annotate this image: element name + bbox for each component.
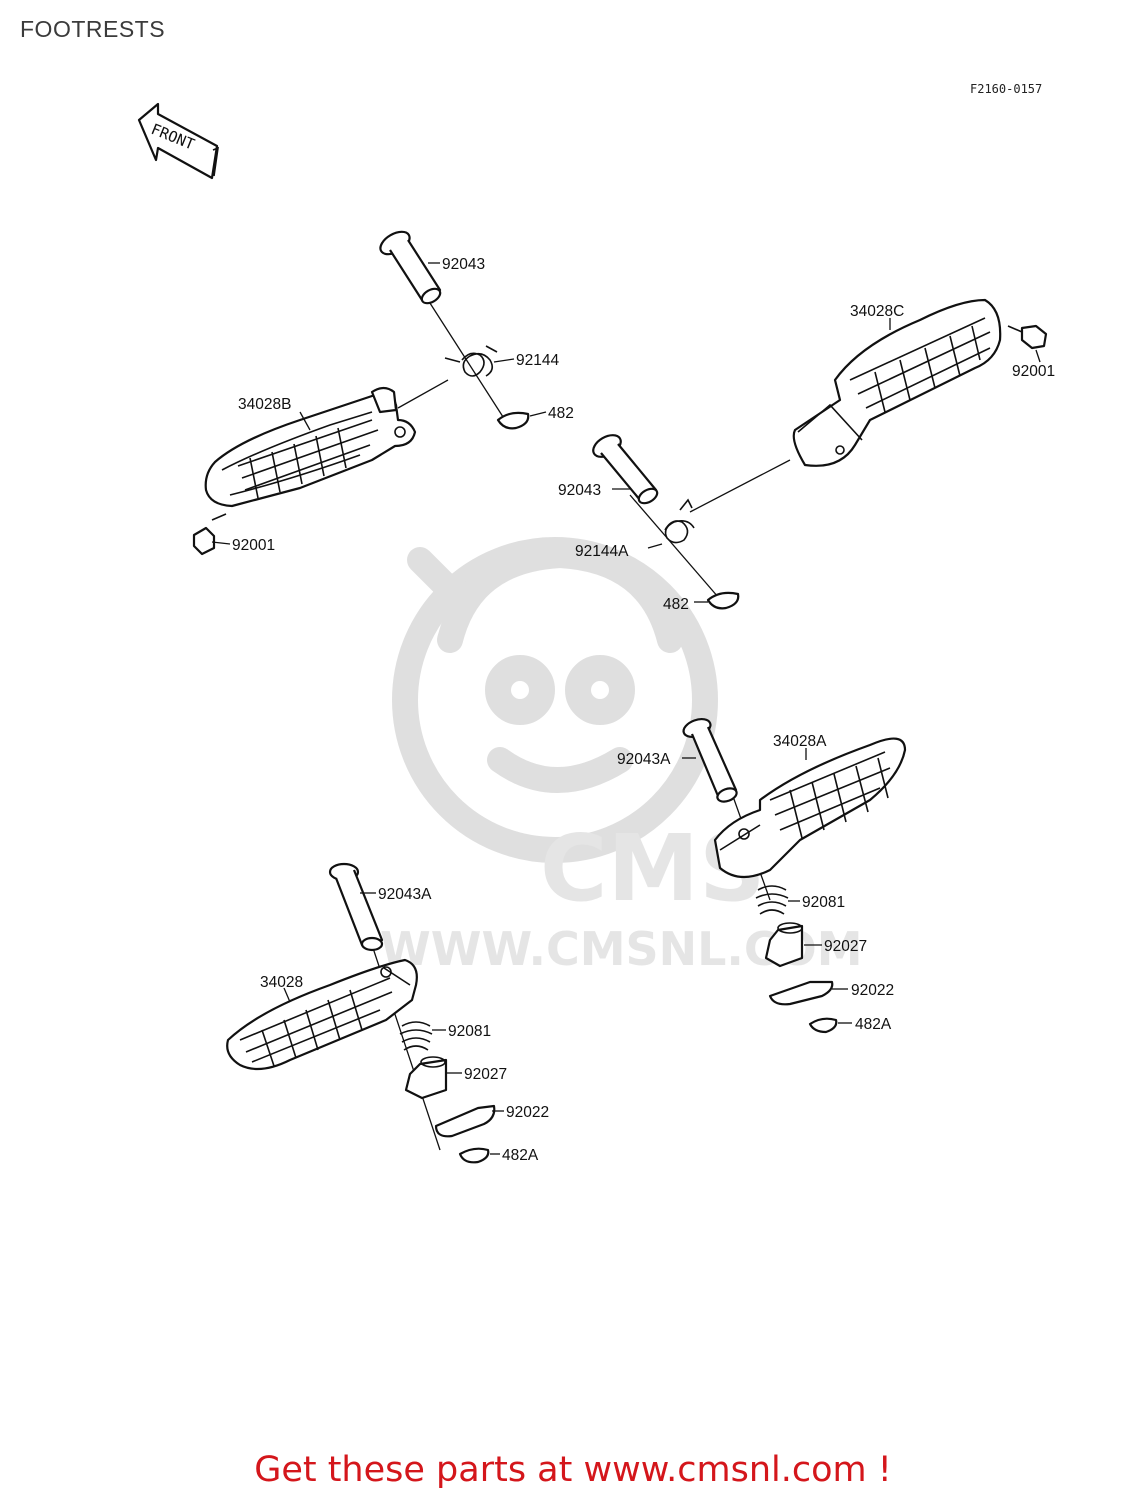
part-label: 92027 [464,1066,507,1083]
clip-482-middle [706,591,740,610]
pin-92043-upper [379,230,442,305]
footrest-34028a [713,737,907,879]
leader-lines [211,262,1041,1155]
part-label: 34028 [260,974,303,991]
clip-482a-left [458,1147,490,1164]
plate-92022-right [768,980,834,1006]
pin-92043a-left [328,862,384,952]
clip-482-upper [496,411,530,430]
part-label: 482A [502,1147,539,1164]
part-label: 482 [548,405,574,422]
footrest-34028c [792,298,1002,467]
part-label: 92144 [516,352,559,369]
part-label: 92043A [617,751,671,768]
part-label: 482 [663,596,689,613]
part-label: 92022 [506,1104,549,1121]
part-label: 92043 [558,482,601,499]
footrest-34028 [226,958,418,1071]
part-label: 34028B [238,396,291,413]
spring-92144a [664,498,695,544]
spring-92144 [444,345,498,377]
part-label: 92001 [232,537,275,554]
part-label: 92027 [824,938,867,955]
part-label: 92144A [575,543,629,560]
part-label: 92043 [442,256,485,273]
bolt-92001-left [192,513,227,556]
part-label: 92001 [1012,363,1055,380]
assembly-lines [371,299,791,1151]
clip-482a-right [808,1017,838,1034]
pin-92043a-right [682,717,738,803]
part-label: 92081 [802,894,845,911]
figure-code: F2160-0157 [970,82,1042,96]
collar-92027-left [404,1056,448,1100]
part-label: 34028A [773,733,827,750]
footrest-34028b [204,386,417,508]
pin-92043-middle [592,434,659,505]
parts-diagram: CMS WWW.CMSNL.COM F2160-0157 FRONT [137,82,1055,1164]
part-label: 482A [855,1016,892,1033]
collar-92027-right [764,922,804,968]
part-label: 92043A [378,886,432,903]
front-arrow: FRONT [137,102,219,180]
part-label: 34028C [850,303,904,320]
bolt-92001-right [1007,324,1048,350]
footer-promo-link[interactable]: Get these parts at www.cmsnl.com ! [254,1450,892,1490]
spring-92081-left [399,1021,433,1051]
plate-92022-left [434,1104,496,1138]
part-label: 92022 [851,982,894,999]
page-title: FOOTRESTS [20,16,166,42]
part-label: 92081 [448,1023,491,1040]
spring-92081-right [755,885,789,915]
part-labels: 92043 92144 482 34028B 92001 34028C 9200… [232,256,1055,1164]
